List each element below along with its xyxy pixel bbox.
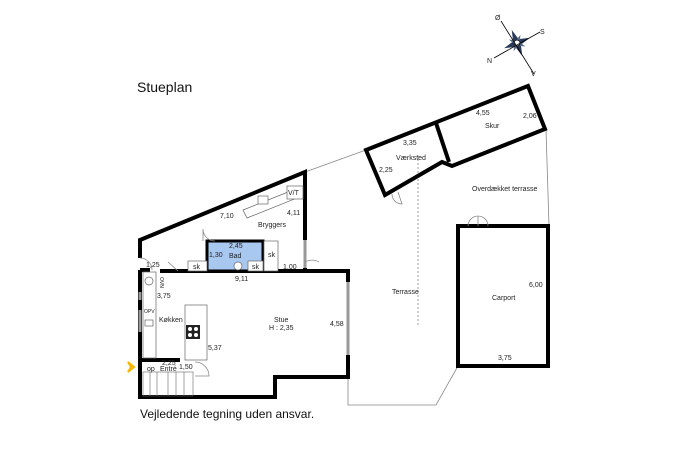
bryggers-label: Bryggers [258,222,287,229]
vaerksted-label: Værksted [396,155,426,162]
opv-label: OPV [144,309,155,315]
bad-label: Bad [229,253,242,260]
carport-dim-1: 6,00 [529,282,543,289]
stue-dim-1: 9,11 [235,276,248,283]
fixtures [127,185,320,397]
vaerksted-dim-1: 3,35 [403,140,417,147]
outbuilding-walls [363,83,548,205]
bad-dim-2: 1,30 [209,252,223,259]
bryggers-dim-3: 1,00 [283,264,297,271]
entre-dim-1: 2,25 [162,360,176,367]
washbasin-icon [233,261,243,271]
ovn-label: OVN [158,277,164,288]
carport-door [467,215,489,227]
skur-label: Skur [485,123,500,130]
disclaimer: Vejledende tegning uden ansvar. [140,407,314,421]
terrace-outline [274,128,550,406]
entrance-arrow-icon [127,361,136,373]
overdaekket-label: Overdækket terrasse [472,186,537,193]
stue-height: H : 2,35 [269,325,294,332]
sink-icon [257,195,269,205]
kokken-label: Køkken [159,317,183,324]
bryggers-dim-2: 4,11 [287,210,300,217]
compass-n: N [487,58,492,65]
plan-title: Stueplan [137,79,192,95]
terrasse-label: Terrasse [392,289,419,296]
bryggers-dim-1: 7,10 [220,213,234,220]
compass-o: Ø [495,15,501,22]
stove-icon [186,325,200,339]
skur-dim-2: 2,06 [523,113,537,120]
carport-walls [456,224,550,368]
stairs-label: op [147,366,155,373]
carport-label: Carport [492,295,515,302]
sk-label-1: sk [193,264,201,271]
skur-dim-1: 4,55 [476,110,490,117]
vt-label: V/T [288,190,300,197]
compass-v: V [531,71,536,78]
hall-dim: 1,25 [146,262,160,269]
entre-dim-2: 1,50 [179,364,193,371]
kitchen-sink-icon [144,319,154,327]
compass-rose-icon: N S V Ø [487,15,545,78]
washing-machine-icon [144,276,154,286]
stue-dim-2: 4,58 [330,321,344,328]
carport-dim-2: 3,75 [498,355,512,362]
kokken-dim-1: 3,75 [157,293,171,300]
bad-dim-1: 2,45 [229,243,243,250]
entre-label: Entré [160,366,177,373]
stairs-icon [142,371,194,397]
sk-label-2: sk [252,264,260,271]
vaerksted-dim-2: 2,25 [379,167,393,174]
kokken-dim-2: 5,37 [208,345,222,352]
room-labels: V/T 7,10 4,11 Bryggers 1,00 2,45 1,30 Ba… [144,110,543,373]
sk-label-3: sk [268,252,276,259]
stue-label: Stue [274,317,289,324]
house-walls [138,169,350,399]
compass-s: S [540,29,545,36]
